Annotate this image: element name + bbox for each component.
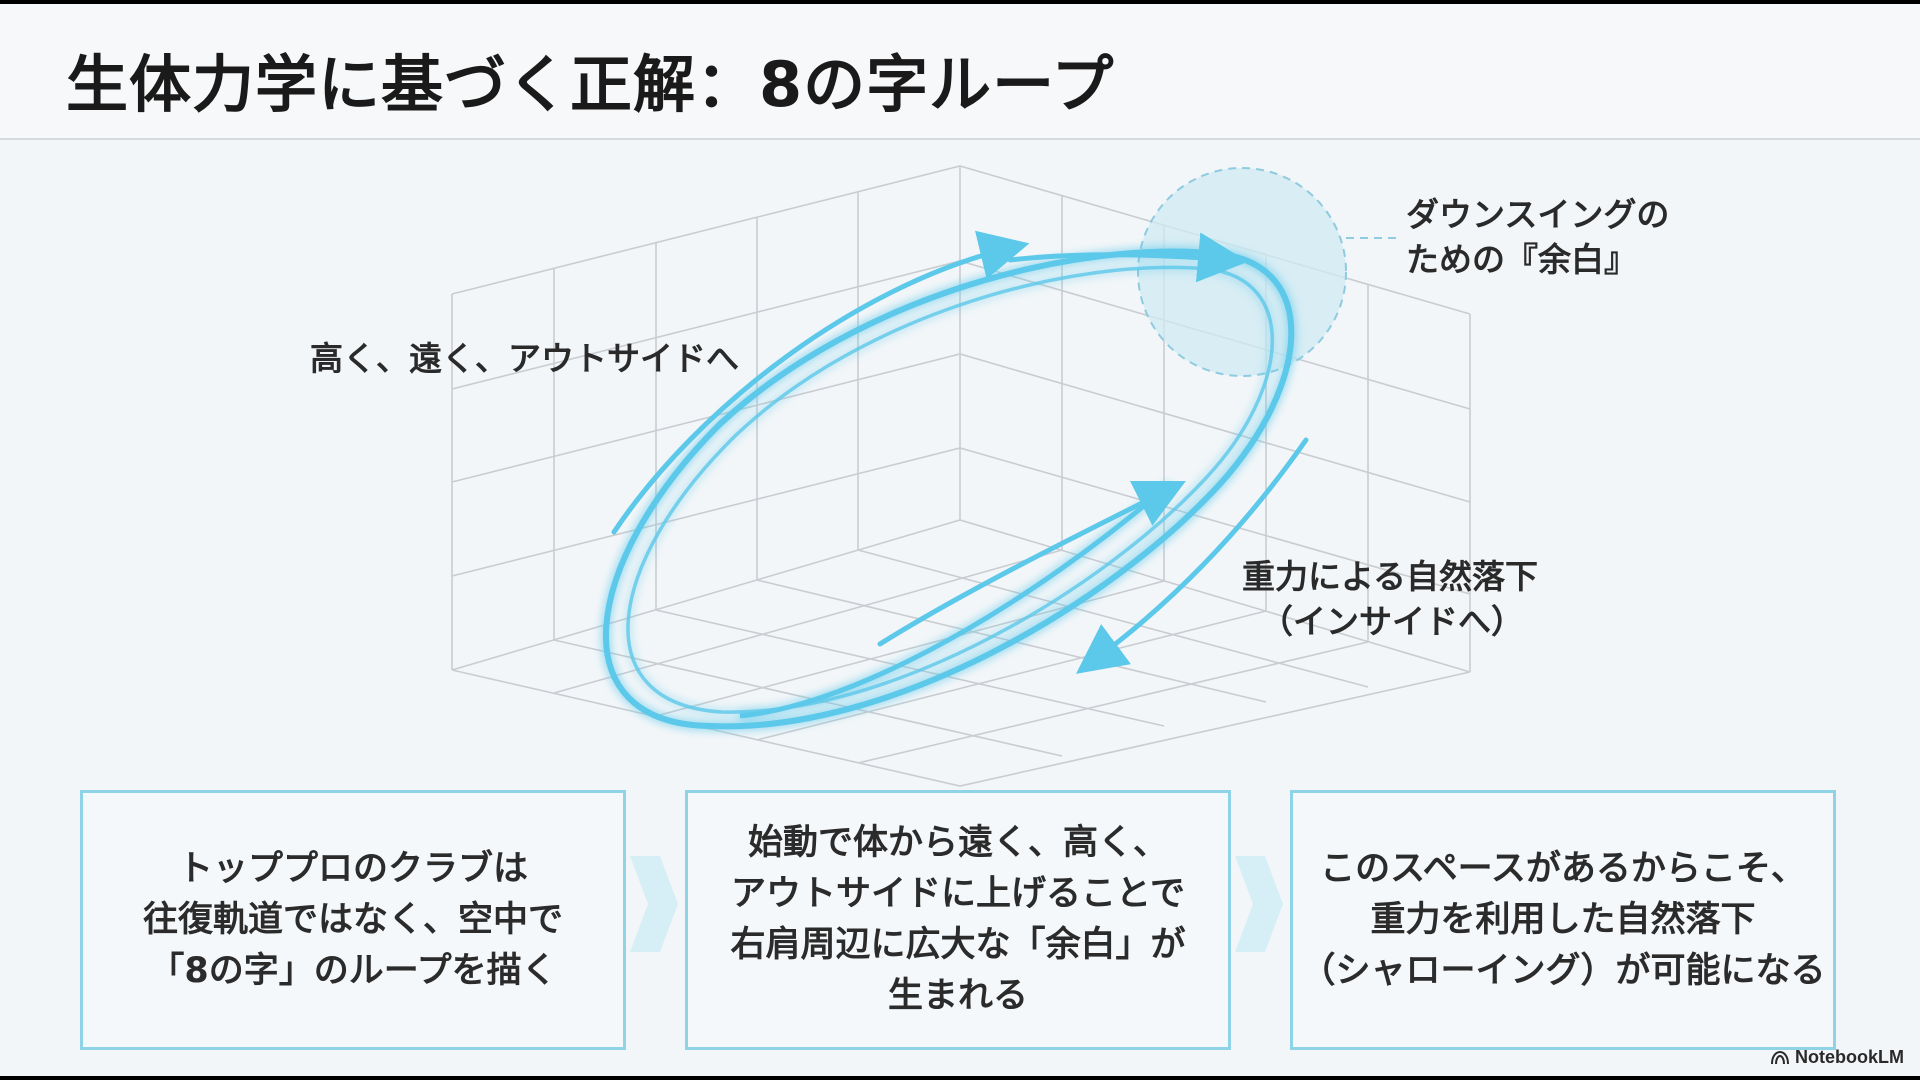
notebooklm-watermark: NotebookLM <box>1771 1047 1904 1068</box>
slide: 生体力学に基づく正解：8の字ループ <box>0 4 1920 1076</box>
arrow-gravity-down <box>1075 437 1309 674</box>
label-gravity-fall: 重力による自然落下 （インサイドへ） <box>1242 557 1539 641</box>
step-box-2: 始動で体から遠く、高く、 アウトサイドに上げることで 右肩周辺に広大な「余白」が… <box>685 790 1231 1050</box>
page-title: 生体力学に基づく正解：8の字ループ <box>66 48 1115 121</box>
header-band: 生体力学に基づく正解：8の字ループ <box>0 4 1920 140</box>
notebooklm-logo-icon <box>1771 1050 1790 1064</box>
arrow-top-right <box>1007 232 1248 283</box>
direction-arrows <box>611 230 1309 674</box>
arrow-up-outside <box>611 230 1030 535</box>
loop-return <box>739 482 1172 719</box>
chevron-right-icon <box>1235 856 1283 952</box>
loop-diagram <box>451 165 1471 787</box>
chevron-right-icon <box>630 856 678 952</box>
step-box-3: このスペースがあるからこそ、 重力を利用した自然落下 （シャローイング）が可能に… <box>1290 790 1836 1050</box>
step-box-1: トッププロのクラブは 往復軌道ではなく、空中で 「8の字」のループを描く <box>80 790 626 1050</box>
arrow-inner-up <box>877 481 1186 647</box>
loop-inner <box>626 265 1274 714</box>
label-high-far-outside: 高く、遠く、アウトサイドへ <box>310 339 739 378</box>
label-downswing-space: ダウンスイングの ための『余白』 <box>1406 195 1670 279</box>
